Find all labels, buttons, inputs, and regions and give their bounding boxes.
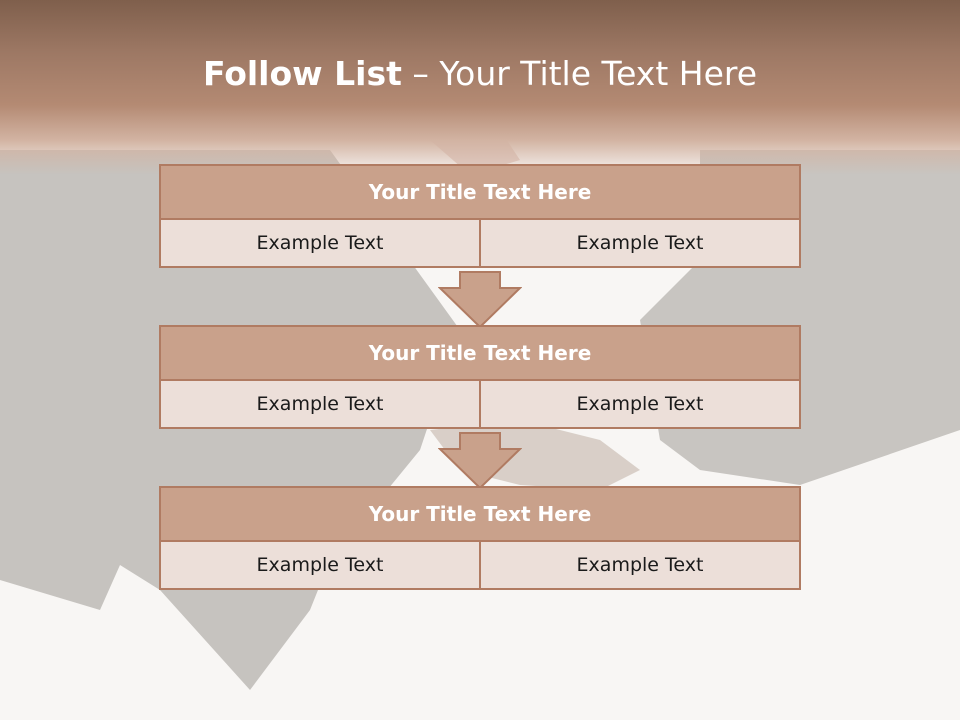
header-band bbox=[0, 0, 960, 175]
block-title: Your Title Text Here bbox=[159, 325, 801, 381]
block-title: Your Title Text Here bbox=[159, 164, 801, 220]
block-cell-left: Example Text bbox=[159, 379, 481, 429]
list-block-2: Your Title Text Here Example Text Exampl… bbox=[159, 325, 801, 429]
block-title: Your Title Text Here bbox=[159, 486, 801, 542]
block-row: Example Text Example Text bbox=[159, 540, 801, 590]
slide-title-bold: Follow List bbox=[202, 54, 402, 93]
block-cell-left: Example Text bbox=[159, 540, 481, 590]
block-cell-right: Example Text bbox=[479, 218, 801, 268]
down-arrow-icon bbox=[438, 432, 522, 490]
list-block-1: Your Title Text Here Example Text Exampl… bbox=[159, 164, 801, 268]
list-block-3: Your Title Text Here Example Text Exampl… bbox=[159, 486, 801, 590]
block-row: Example Text Example Text bbox=[159, 379, 801, 429]
block-cell-right: Example Text bbox=[479, 540, 801, 590]
down-arrow-icon bbox=[438, 271, 522, 329]
slide-title-rest: – Your Title Text Here bbox=[401, 54, 758, 93]
block-row: Example Text Example Text bbox=[159, 218, 801, 268]
slide-title: Follow List – Your Title Text Here bbox=[0, 54, 960, 93]
block-cell-right: Example Text bbox=[479, 379, 801, 429]
block-cell-left: Example Text bbox=[159, 218, 481, 268]
